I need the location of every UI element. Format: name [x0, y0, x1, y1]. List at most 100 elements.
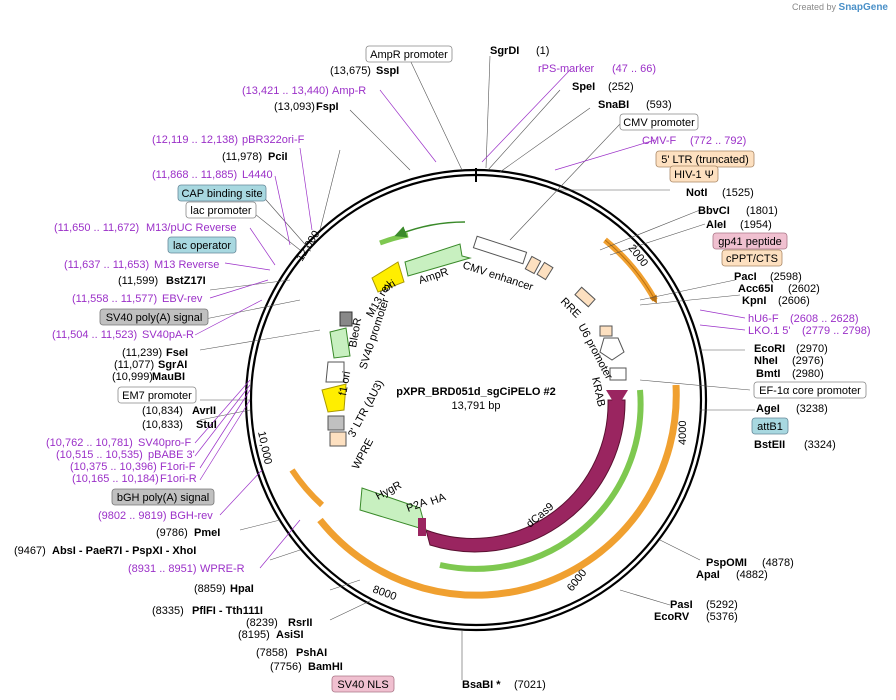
- site-kpni-pos: (2606): [778, 295, 810, 307]
- green-arc-top: [379, 232, 409, 246]
- label-ori: ori: [381, 278, 398, 295]
- site-maubi: MauBI: [152, 371, 185, 383]
- site-ecorv-pos: (5376): [706, 611, 738, 623]
- credit-prefix: Created by: [791, 2, 837, 12]
- label-bleor: BleoR: [347, 317, 364, 349]
- tick-12000: 12,000: [294, 229, 322, 264]
- cppt-feature: [599, 325, 613, 337]
- primer-pbr322ori-f-pos: (12,119 .. 12,138): [152, 134, 238, 146]
- site-ecorv: EcoRV: [654, 611, 690, 623]
- primer-m13-reverse: M13 Reverse: [154, 259, 219, 271]
- site-hpai-pos: (8859): [194, 583, 226, 595]
- site-maubi-pos: (10,999): [112, 371, 153, 383]
- site-paci: PacI: [734, 271, 757, 283]
- site-asisi-pos: (8195): [238, 629, 270, 641]
- krab-feature: [606, 390, 628, 408]
- site-acc65i-pos: (2602): [788, 283, 820, 295]
- primer-f1ori-r: F1ori-R: [160, 473, 197, 485]
- site-spei: SpeI: [572, 81, 595, 93]
- feature-lac-promoter: lac promoter: [190, 205, 251, 217]
- primer-ebv-rev: EBV-rev: [162, 293, 203, 305]
- feature-boxes: AmpR promoter CMV promoter 5' LTR (trunc…: [99, 45, 867, 693]
- feature-em7: EM7 promoter: [122, 390, 192, 402]
- primer-lko1-pos: (2779 .. 2798): [802, 325, 871, 337]
- primer-pbabe3-pos: (10,515 .. 10,535): [56, 449, 143, 461]
- site-sspi-pos: (13,675): [330, 65, 371, 77]
- dcas9-feature: [425, 399, 626, 553]
- site-apai: ApaI: [696, 569, 720, 581]
- site-pflfi: PflFI - Tth111I: [192, 605, 263, 617]
- feature-ef1a: EF-1α core promoter: [759, 385, 861, 397]
- primer-cmv-f: CMV-F: [642, 135, 677, 147]
- site-noti: NotI: [686, 187, 707, 199]
- site-snabi-pos: (593): [646, 99, 672, 111]
- site-pspomi-pos: (4878): [762, 557, 794, 569]
- rre-feature: [574, 286, 596, 308]
- psi-feature: [536, 261, 554, 281]
- primer-l4440-pos: (11,868 .. 11,885): [152, 169, 237, 181]
- site-bamhi-pos: (7756): [270, 661, 302, 673]
- site-sspi: SspI: [376, 65, 399, 77]
- site-acc65i: Acc65I: [738, 283, 773, 295]
- primer-bgh-rev: BGH-rev: [170, 510, 213, 522]
- green-arrow-top: [394, 221, 466, 238]
- primer-f1ori-f: F1ori-F: [160, 461, 196, 473]
- orange-arc-left: [289, 468, 325, 508]
- site-labels: SgrDI (1) SpeI (252) SnaBI (593) NotI (1…: [14, 45, 836, 691]
- site-rsrii: RsrII: [288, 617, 312, 629]
- site-spei-pos: (252): [608, 81, 634, 93]
- feature-attb1: attB1: [757, 421, 783, 433]
- bgh-feature: [327, 415, 345, 431]
- primer-bgh-rev-pos: (9802 .. 9819): [98, 510, 167, 522]
- site-pasi: PasI: [670, 599, 693, 611]
- leader-lines: [194, 55, 755, 680]
- sv40-polya-feature: [339, 311, 353, 327]
- site-ecori: EcoRI: [754, 343, 785, 355]
- site-bsteii-pos: (3324): [804, 439, 836, 451]
- label-ha: HA: [429, 491, 448, 508]
- site-fspi: FspI: [316, 101, 339, 113]
- label-ltr3: 3' LTR (ΔU3): [346, 378, 386, 439]
- site-pcii-pos: (11,978): [222, 151, 262, 163]
- site-snabi: SnaBI: [598, 99, 629, 111]
- primer-wpre-r: WPRE-R: [200, 563, 245, 575]
- primer-sv40pa-r-pos: (11,504 .. 11,523): [52, 329, 137, 341]
- site-rsrii-pos: (8239): [246, 617, 278, 629]
- site-avrii: AvrII: [192, 405, 216, 417]
- site-apai-pos: (4882): [736, 569, 768, 581]
- site-alei: AleI: [706, 219, 726, 231]
- feature-cmv-promoter: CMV promoter: [623, 117, 695, 129]
- ori-feature: [371, 261, 405, 293]
- orange-arc-long: [317, 384, 680, 599]
- cmv-enhancer-feature: [472, 235, 528, 265]
- tick-4000: 4000: [677, 421, 689, 445]
- site-kpni: KpnI: [742, 295, 766, 307]
- site-fspi-pos: (13,093): [274, 101, 315, 113]
- primer-m13-reverse-pos: (11,637 .. 11,653): [64, 259, 149, 271]
- snapgene-credit: Created by SnapGene: [792, 2, 888, 13]
- primer-rps-marker: rPS-marker: [538, 63, 595, 75]
- primer-rps-marker-pos: (47 .. 66): [612, 63, 656, 75]
- label-cmv-enhancer: CMV enhancer: [461, 259, 535, 293]
- sv40-promoter-feature: [325, 361, 345, 383]
- feature-lac-operator: lac operator: [173, 240, 231, 252]
- site-absi-pos: (9467): [14, 545, 46, 557]
- feature-hiv-psi: HIV-1 Ψ: [674, 169, 714, 181]
- site-bsabi-pos: (7021): [514, 679, 546, 691]
- site-bstz17i: BstZ17I: [166, 275, 206, 287]
- site-bstz17i-pos: (11,599): [118, 275, 158, 287]
- feature-cppt: cPPT/CTS: [726, 253, 778, 265]
- feature-5ltr: 5' LTR (truncated): [661, 154, 748, 166]
- site-pcii: PciI: [268, 151, 288, 163]
- plasmid-name: pXPR_BRD051d_sgCiPELO #2: [396, 386, 556, 398]
- primer-m13puc-reverse: M13/pUC Reverse: [146, 222, 236, 234]
- site-bamhi: BamHI: [308, 661, 343, 673]
- primer-sv40pro-f: SV40pro-F: [138, 437, 191, 449]
- primer-sv40pa-r: SV40pA-R: [142, 329, 194, 341]
- site-bbvci: BbvCI: [698, 205, 730, 217]
- site-agei-pos: (3238): [796, 403, 828, 415]
- site-pmei-pos: (9786): [156, 527, 188, 539]
- p2a-feature: [418, 518, 426, 536]
- site-pasi-pos: (5292): [706, 599, 738, 611]
